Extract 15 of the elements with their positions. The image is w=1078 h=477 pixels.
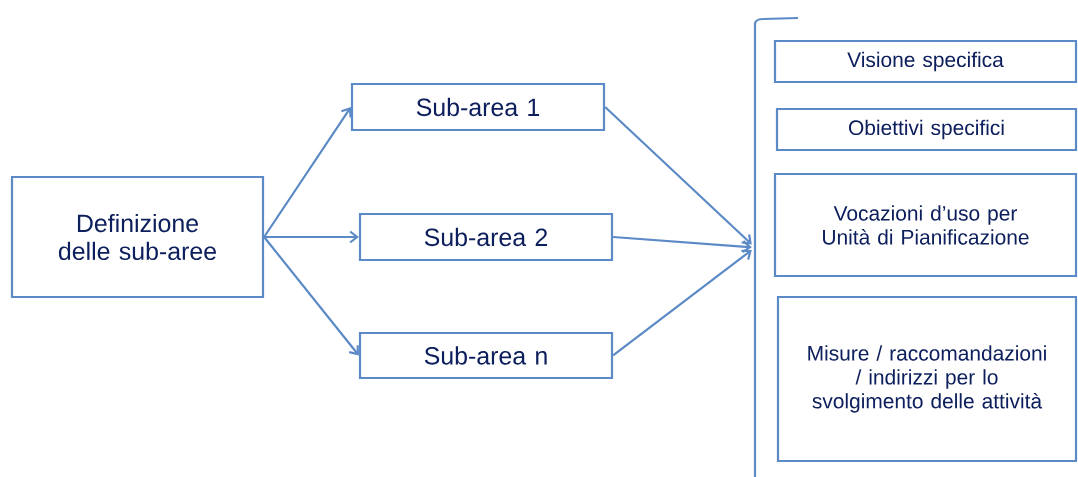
process-box: Sub-area n [358,331,614,380]
process-box: Sub-area 2 [358,212,614,262]
arrow [264,230,359,244]
arrow [604,106,752,245]
output-box: Obiettivi specifici [775,107,1078,152]
output-box: Vocazioni d’uso per Unità di Pianificazione [773,172,1078,278]
arrow [613,235,752,253]
arrow [612,249,752,357]
output-box: Misure / raccomandazioni / indirizzi per lo svolgimento delle attività [776,295,1078,463]
arrow [263,107,352,238]
arrow [263,236,359,356]
process-box: Definizione delle sub-aree [10,175,265,299]
process-box: Sub-area 1 [350,82,606,132]
bracket [753,16,799,477]
output-box: Visione specifica [773,39,1078,84]
